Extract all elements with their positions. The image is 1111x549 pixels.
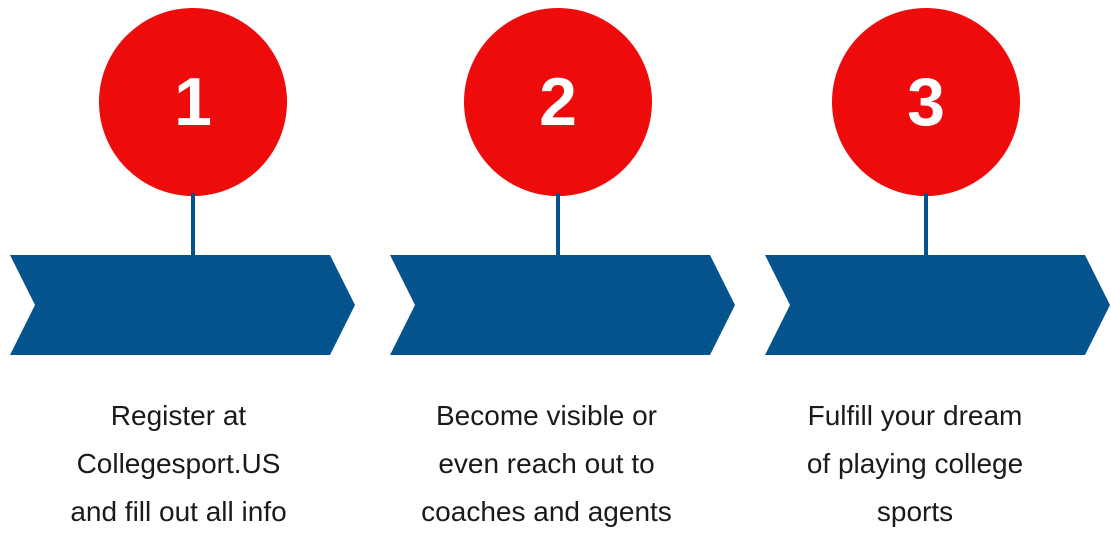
connector-line-2	[556, 193, 560, 257]
step-caption-2: Become visible or even reach out to coac…	[421, 400, 672, 527]
step-number-circle-2: 2	[464, 8, 652, 196]
process-step-2: 2 Become visible or even reach out to co…	[380, 0, 745, 549]
step-number-label-1: 1	[174, 64, 212, 140]
step-caption-1: Register at Collegesport.US and fill out…	[70, 400, 287, 527]
step-number-label-3: 3	[907, 64, 945, 140]
chevron-banner-3	[765, 255, 1110, 355]
chevron-banner-2	[390, 255, 735, 355]
step-number-circle-1: 1	[99, 8, 287, 196]
chevron-banner-1	[10, 255, 355, 355]
process-step-1: 1 Register at Collegesport.US and fill o…	[0, 0, 365, 549]
step-number-circle-3: 3	[832, 8, 1020, 196]
connector-line-3	[924, 193, 928, 257]
process-step-3: 3 Fulfill your dream of playing college …	[755, 0, 1111, 549]
connector-line-1	[191, 193, 195, 257]
step-number-label-2: 2	[539, 64, 577, 140]
step-caption-3: Fulfill your dream of playing college sp…	[806, 400, 1024, 527]
